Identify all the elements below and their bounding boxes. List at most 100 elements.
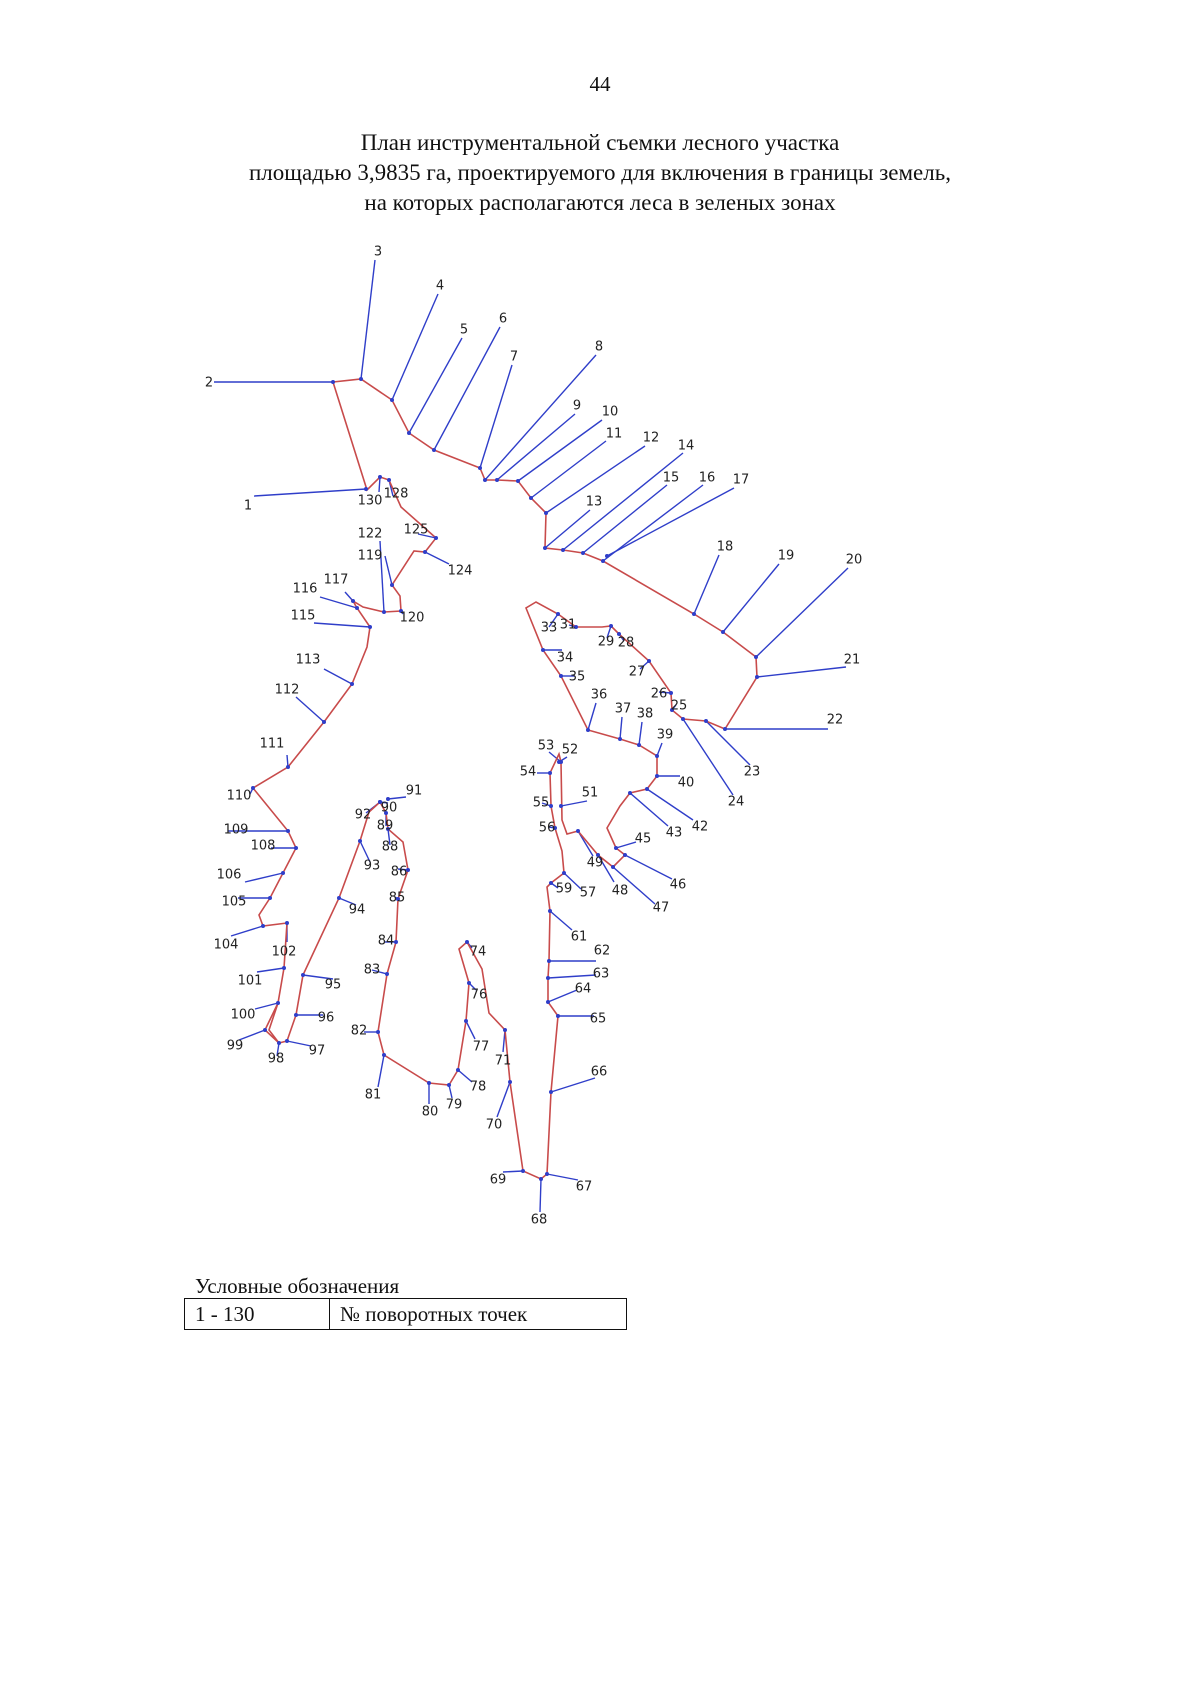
point-51-label: 51 (582, 786, 599, 801)
legend-table: 1 - 130 № поворотных точек (184, 1298, 627, 1330)
legend-title: Условные обозначения (195, 1274, 400, 1298)
point-54-label: 54 (520, 765, 537, 780)
vertex-point-18 (692, 612, 696, 616)
vertex-point-85 (396, 897, 400, 901)
vertex-point-45 (614, 846, 618, 850)
leader-line-64 (547, 989, 578, 1003)
point-31-label: 31 (560, 618, 577, 633)
point-17-label: 17 (733, 473, 750, 488)
point-68-label: 68 (531, 1213, 548, 1228)
vertex-point-67 (545, 1172, 549, 1176)
vertex-point-37 (618, 737, 622, 741)
vertex-point-105 (268, 896, 272, 900)
leader-line-61 (549, 910, 573, 931)
vertex-point-4 (390, 398, 394, 402)
leader-line-68 (539, 1178, 542, 1213)
point-65-label: 65 (590, 1012, 607, 1027)
point-1-label: 1 (244, 499, 252, 514)
leader-line-100 (254, 1002, 279, 1010)
leader-line-98 (276, 1042, 280, 1057)
leader-line-88 (387, 828, 391, 846)
leader-line-97 (286, 1040, 312, 1047)
leader-line-45 (615, 841, 637, 849)
point-38-label: 38 (637, 707, 654, 722)
vertex-point-48 (596, 853, 600, 857)
point-100-label: 100 (231, 1008, 256, 1023)
point-36-label: 36 (591, 688, 608, 703)
vertex-point-24 (681, 717, 685, 721)
point-29-label: 29 (598, 635, 615, 650)
vertex-point-83 (385, 972, 389, 976)
point-18-label: 18 (717, 540, 734, 555)
point-4-label: 4 (436, 279, 444, 294)
legend-description: № поворотных точек (329, 1298, 627, 1330)
legend-row: 1 - 130 № поворотных точек (184, 1298, 627, 1330)
vertex-point-17 (605, 554, 609, 558)
title-line-1: План инструментальной съемки лесного уча… (360, 130, 840, 155)
vertex-point-21 (755, 675, 759, 679)
leader-line-94 (338, 897, 357, 906)
point-7-label: 7 (510, 350, 518, 365)
point-96-label: 96 (318, 1011, 335, 1026)
vertex-point-51 (559, 804, 563, 808)
vertex-point-65 (556, 1014, 560, 1018)
vertex-point-5 (407, 431, 411, 435)
leader-line-26 (658, 691, 672, 694)
leader-line-24 (682, 718, 734, 796)
leader-line-11 (530, 440, 607, 499)
vertex-point-9 (495, 478, 499, 482)
leader-line-93 (359, 840, 371, 863)
vertex-point-89 (384, 811, 388, 815)
point-40-label: 40 (678, 776, 695, 791)
point-94-label: 94 (349, 903, 366, 918)
vertex-point-20 (754, 655, 758, 659)
leader-line-101 (256, 967, 285, 973)
point-104-label: 104 (214, 938, 239, 953)
point-98-label: 98 (268, 1052, 285, 1067)
vertex-point-93 (358, 839, 362, 843)
leader-line-124 (424, 551, 450, 565)
vertex-point-122 (382, 610, 386, 614)
leader-line-1 (253, 488, 367, 497)
leader-line-10 (517, 419, 603, 482)
title-line-2: площадью 3,9835 га, проектируемого для в… (249, 160, 951, 185)
point-62-label: 62 (594, 944, 611, 959)
vertex-point-35 (559, 674, 563, 678)
leader-line-42 (646, 788, 694, 821)
leader-line-12 (545, 445, 646, 514)
leader-line-91 (387, 796, 407, 800)
vertex-point-94 (337, 896, 341, 900)
point-45-label: 45 (635, 832, 652, 847)
point-21-label: 21 (844, 653, 861, 668)
vertex-point-40 (655, 774, 659, 778)
point-128-label: 128 (384, 487, 409, 502)
vertex-point-10 (516, 479, 520, 483)
vertex-point-77 (464, 1019, 468, 1023)
point-22-label: 22 (827, 713, 844, 728)
point-43-label: 43 (666, 826, 683, 841)
point-79-label: 79 (446, 1098, 463, 1113)
leader-line-70 (496, 1081, 511, 1118)
leader-line-17 (606, 487, 735, 557)
vertex-point-111 (286, 765, 290, 769)
leader-line-37 (619, 716, 623, 740)
vertex-point-102 (285, 921, 289, 925)
document-title: План инструментальной съемки лесного уча… (150, 128, 1050, 218)
vertex-point-13 (543, 546, 547, 550)
point-34-label: 34 (557, 651, 574, 666)
vertex-point-15 (581, 551, 585, 555)
point-116-label: 116 (293, 582, 318, 597)
vertex-point-101 (282, 966, 286, 970)
leader-line-122 (379, 540, 385, 613)
leader-line-18 (693, 554, 720, 615)
point-111-label: 111 (260, 737, 285, 752)
vertex-point-112 (322, 720, 326, 724)
point-105-label: 105 (222, 895, 247, 910)
vertex-point-119 (390, 583, 394, 587)
vertex-point-49 (576, 829, 580, 833)
point-63-label: 63 (593, 967, 610, 982)
point-82-label: 82 (351, 1024, 368, 1039)
point-57-label: 57 (580, 886, 597, 901)
leader-line-8 (484, 354, 597, 481)
point-101-label: 101 (238, 974, 263, 989)
